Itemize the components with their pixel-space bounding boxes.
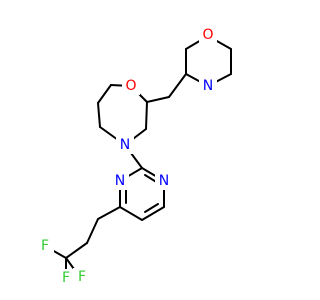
molecule-diagram: O N O N N N F bbox=[36, 26, 232, 287]
bond bbox=[168, 73, 187, 98]
fluorine-3: F bbox=[73, 268, 91, 286]
atom-label: F bbox=[41, 238, 49, 254]
structure-canvas: O N O N N N F bbox=[36, 26, 232, 287]
atom-label: N bbox=[115, 173, 125, 189]
oxazepane-oxygen: O bbox=[122, 77, 140, 95]
atom-label: N bbox=[159, 173, 169, 189]
pyrimidine-nitrogen-1: N bbox=[155, 172, 173, 190]
pyrimidine-nitrogen-2: N bbox=[111, 172, 129, 190]
bond bbox=[65, 242, 88, 259]
bond bbox=[97, 84, 112, 104]
morpholine-oxygen: O bbox=[199, 26, 217, 44]
bond bbox=[146, 96, 170, 103]
atom-label: O bbox=[202, 27, 213, 43]
bond bbox=[97, 102, 101, 128]
atom-layer: O N O N N N F bbox=[36, 26, 217, 287]
bond bbox=[144, 203, 159, 213]
bond bbox=[141, 206, 165, 221]
fluorine-1: F bbox=[36, 237, 54, 255]
atom-label: O bbox=[125, 78, 136, 94]
bond-layer bbox=[44, 35, 232, 279]
atom-label: N bbox=[203, 78, 213, 94]
oxazepane-nitrogen: N bbox=[116, 136, 134, 154]
bond bbox=[119, 206, 143, 221]
atom-label: N bbox=[120, 137, 130, 153]
atom-label: F bbox=[62, 270, 70, 286]
morpholine-nitrogen: N bbox=[199, 77, 217, 95]
bond bbox=[97, 206, 121, 220]
bond bbox=[145, 101, 148, 130]
fluorine-2: F bbox=[57, 269, 75, 287]
atom-label: F bbox=[78, 269, 86, 285]
bond bbox=[86, 218, 99, 244]
